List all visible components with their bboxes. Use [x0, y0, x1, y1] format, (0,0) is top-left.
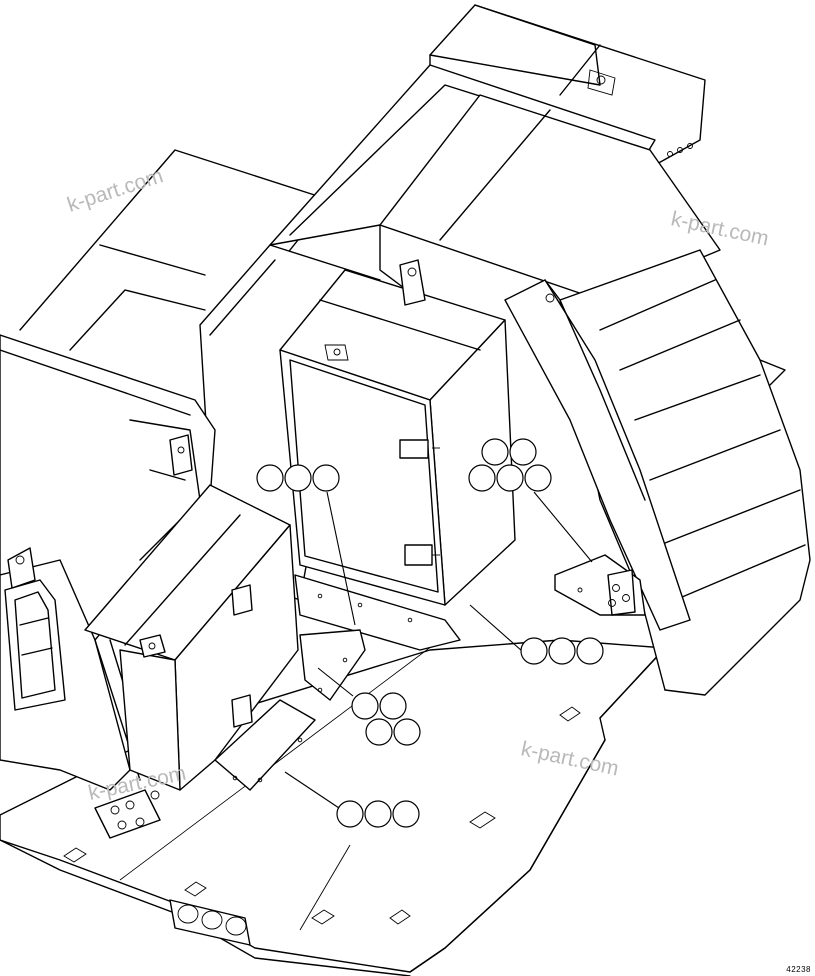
electrical-box — [84, 484, 316, 791]
callout-circle — [524, 464, 552, 492]
callout-circle — [284, 464, 312, 492]
callout-circle — [548, 637, 576, 665]
callout-circle — [364, 800, 392, 828]
center-cabinet — [279, 259, 516, 651]
callout-circle — [393, 718, 421, 746]
callout-circle — [312, 464, 340, 492]
bolt-cluster — [94, 789, 161, 839]
support-arm — [504, 279, 691, 631]
callout-circle — [351, 692, 379, 720]
callout-group-4 — [351, 692, 421, 746]
cab-frame — [0, 334, 216, 791]
mounting-bracket-right — [554, 554, 646, 616]
callout-circle — [509, 438, 537, 466]
callout-group-5 — [336, 800, 420, 828]
leader-lines — [284, 491, 593, 809]
callout-circle — [576, 637, 604, 665]
callout-group-3 — [520, 637, 604, 665]
callout-circle — [481, 438, 509, 466]
callout-group-1 — [256, 464, 340, 492]
watermark: k-part.com — [64, 164, 165, 217]
vent-grille — [169, 899, 251, 946]
callout-circle — [392, 800, 420, 828]
roof-panel — [19, 149, 331, 351]
callout-circle — [520, 637, 548, 665]
callout-circle — [496, 464, 524, 492]
callout-group-2 — [468, 438, 552, 492]
main-housing — [269, 64, 721, 301]
stepped-duct — [559, 249, 811, 696]
callout-circle — [336, 800, 364, 828]
floor-cover-plate — [299, 629, 366, 701]
callout-circle — [365, 718, 393, 746]
drawing-number: 42238 — [786, 965, 811, 974]
callout-circle — [468, 464, 496, 492]
callout-circle — [256, 464, 284, 492]
callout-circle — [379, 692, 407, 720]
